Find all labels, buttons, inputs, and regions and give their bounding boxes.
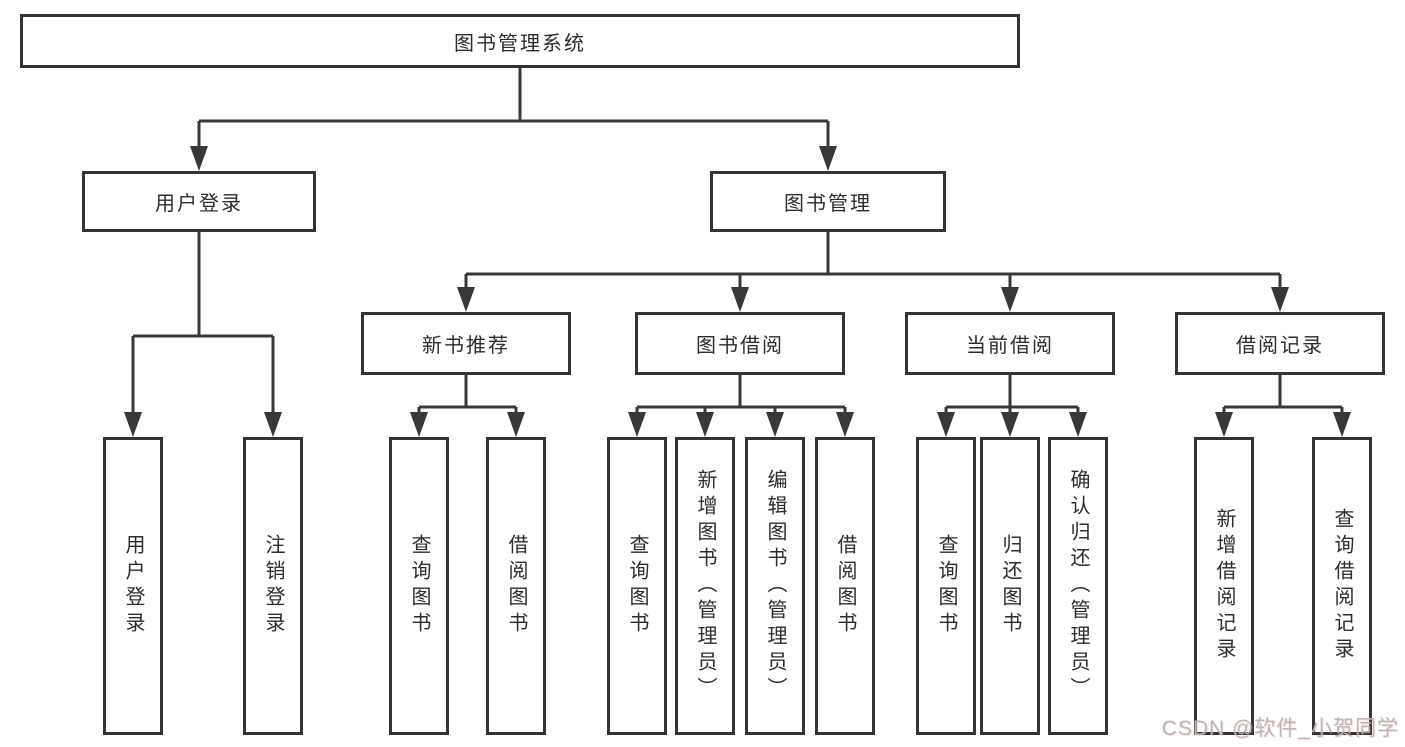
node-label: 用户登录 (122, 534, 144, 638)
node-new-book-recommend: 新书推荐 (361, 312, 571, 375)
leaf-edit-book-admin: 编辑图书（管理员） (745, 437, 805, 735)
leaf-return-book: 归还图书 (980, 437, 1040, 735)
node-label: 图书管理 (784, 193, 872, 215)
node-label: 借阅图书 (834, 534, 856, 638)
node-book-management: 图书管理 (710, 171, 946, 232)
node-user-login: 用户登录 (82, 171, 316, 232)
node-label: 查询图书 (935, 534, 957, 638)
node-label: 注销登录 (262, 534, 284, 638)
node-book-borrow: 图书借阅 (635, 312, 845, 375)
node-label: 编辑图书（管理员） (764, 469, 786, 703)
node-label: 用户登录 (155, 193, 243, 215)
node-label: 查询图书 (626, 534, 648, 638)
node-label: 归还图书 (999, 534, 1021, 638)
node-label: 查询图书 (408, 534, 430, 638)
node-label: 新增借阅记录 (1213, 508, 1235, 664)
leaf-add-book-admin: 新增图书（管理员） (675, 437, 735, 735)
leaf-query-borrow-record: 查询借阅记录 (1312, 437, 1372, 735)
node-label: 借阅图书 (505, 534, 527, 638)
leaf-query-book-recommend: 查询图书 (389, 437, 449, 735)
node-current-borrow: 当前借阅 (905, 312, 1115, 375)
node-label: 当前借阅 (966, 335, 1054, 357)
node-label: 图书借阅 (696, 335, 784, 357)
leaf-query-book-current: 查询图书 (916, 437, 976, 735)
node-label: 借阅记录 (1236, 335, 1324, 357)
node-label: 新增图书（管理员） (694, 469, 716, 703)
node-label: 图书管理系统 (454, 32, 586, 55)
csdn-watermark: CSDN @软件_小贺同学 (1161, 717, 1399, 740)
node-label: 新书推荐 (422, 335, 510, 357)
leaf-query-book-borrow: 查询图书 (607, 437, 667, 735)
node-borrow-record: 借阅记录 (1175, 312, 1385, 375)
leaf-borrow-book: 借阅图书 (815, 437, 875, 735)
leaf-borrow-book-recommend: 借阅图书 (486, 437, 546, 735)
leaf-user-login: 用户登录 (103, 437, 163, 735)
leaf-logout: 注销登录 (243, 437, 303, 735)
leaf-confirm-return-admin: 确认归还（管理员） (1048, 437, 1108, 735)
node-label: 查询借阅记录 (1331, 508, 1353, 664)
leaf-add-borrow-record: 新增借阅记录 (1194, 437, 1254, 735)
node-label: 确认归还（管理员） (1067, 469, 1089, 703)
node-library-management-system: 图书管理系统 (20, 14, 1020, 68)
